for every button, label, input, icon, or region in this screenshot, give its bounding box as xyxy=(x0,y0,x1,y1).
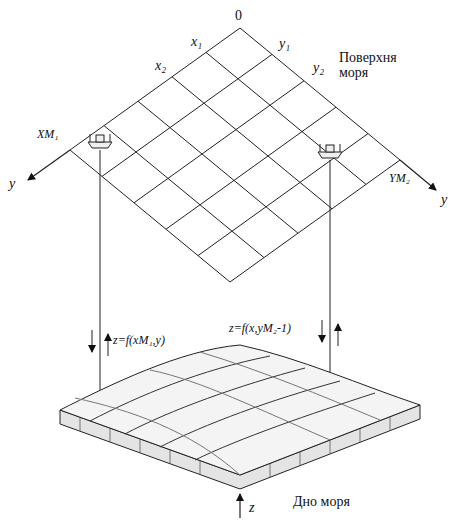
axis-name: z xyxy=(248,500,255,515)
grid-line xyxy=(70,150,230,282)
seabed-label: Дно моря xyxy=(292,494,351,509)
axis-tick: x₁ xyxy=(190,34,203,49)
formula-label: z=f(x,yM₂-1) xyxy=(228,322,292,335)
grid-line xyxy=(104,126,264,258)
surface-label: Поверхня моря xyxy=(338,50,418,81)
axis-tick: YM₂ xyxy=(388,172,411,185)
origin-label: 0 xyxy=(234,8,243,23)
grid-line xyxy=(102,54,272,176)
axis-name: y xyxy=(440,192,448,207)
grid-line xyxy=(166,107,336,229)
formula-label: z=f(xM₁,y) xyxy=(112,334,166,347)
axis-name: y xyxy=(8,176,16,191)
grid-line xyxy=(70,28,240,150)
axis-tick: XM₁ xyxy=(36,128,60,141)
grid-line xyxy=(134,81,304,203)
grid-line xyxy=(198,134,368,256)
grid-line xyxy=(138,101,298,233)
axis-tick: y₂ xyxy=(312,60,325,75)
grid-line xyxy=(230,160,400,282)
axis-tick: x₂ xyxy=(154,58,167,73)
grid-line xyxy=(240,28,400,160)
grid-line xyxy=(172,77,332,209)
axis-tick: y₁ xyxy=(278,36,291,51)
